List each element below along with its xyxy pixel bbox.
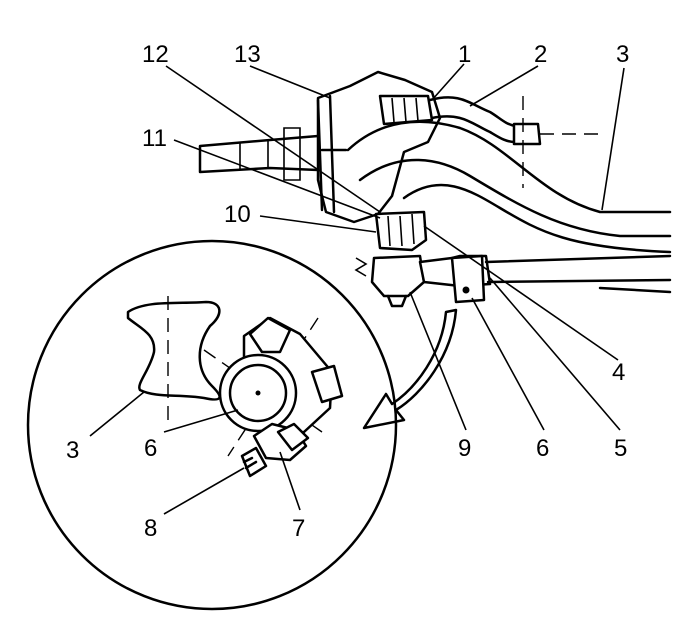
callout-9: 9: [458, 435, 471, 462]
detail-callout-3: 3: [66, 437, 79, 464]
clamp-lug-top: [248, 316, 292, 354]
leader-lines: [89, 63, 625, 515]
detail-callout-6: 6: [144, 435, 157, 462]
tie-rod-socket: [370, 254, 426, 298]
leader-10: [259, 215, 377, 233]
upper-assembly: [198, 70, 672, 308]
callout-13: 13: [234, 41, 261, 68]
gear-bracket-plate: [316, 94, 348, 214]
callout-3: 3: [616, 41, 629, 68]
leader-1: [431, 63, 465, 101]
leader-3: [601, 67, 625, 211]
callout-2: 2: [534, 41, 547, 68]
leader-6: [471, 297, 545, 431]
wiring-harness: [428, 96, 517, 144]
tie-rod-body: [484, 254, 672, 294]
steering-gear-housing: [316, 70, 442, 224]
frame-rail-lower: [358, 158, 672, 238]
leader-5: [489, 277, 621, 431]
detail-circle: [26, 239, 398, 611]
leader-d8: [163, 467, 245, 515]
callout-10: 10: [224, 201, 251, 228]
leader-11: [173, 139, 381, 219]
clamp-bolt: [462, 286, 470, 294]
leader-13: [249, 65, 331, 99]
callout-11: 11: [142, 125, 167, 152]
sleeve-center: [255, 390, 261, 396]
callout-6: 6: [536, 435, 549, 462]
harness-end: [512, 122, 542, 146]
clamp-nut-lower: [276, 422, 310, 452]
adjuster-clamp: [450, 254, 486, 304]
ball-stud: [386, 294, 408, 308]
detail-callout-8: 8: [144, 515, 157, 542]
leader-4: [423, 225, 619, 361]
callout-4: 4: [612, 359, 625, 386]
sleeve-inner: [228, 363, 288, 423]
leader-d7: [279, 451, 301, 511]
frame-rail-inner: [402, 183, 672, 254]
spring-detail: [354, 257, 368, 277]
callout-12: 12: [142, 41, 169, 68]
leader-d6: [163, 409, 239, 433]
tie-rod-connector-ribs: [387, 213, 415, 247]
leader-9: [409, 291, 467, 431]
leader-2: [469, 65, 539, 107]
detail-callout-7: 7: [292, 515, 305, 542]
leader-12: [165, 65, 381, 213]
clamp-lug-right: [310, 364, 344, 404]
callout-5: 5: [614, 435, 627, 462]
callout-labels: 1 2 3 13 12 11 10 4 5 6 9 3 6 7 8: [66, 41, 629, 542]
frame-rail-upper: [346, 120, 672, 214]
detail-view: [26, 239, 398, 611]
detail-arrow: [362, 308, 458, 430]
callout-1: 1: [458, 41, 471, 68]
connector-ribs: [391, 97, 419, 123]
leader-d3: [89, 391, 145, 437]
clamp-bolt-thread: [240, 446, 268, 478]
